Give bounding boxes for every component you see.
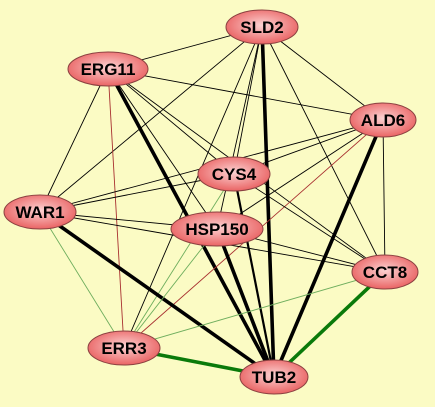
node-sld2[interactable]: SLD2 — [225, 9, 299, 45]
node-tub2[interactable]: TUB2 — [239, 359, 309, 395]
edge-ald6-hsp150 — [216, 119, 384, 230]
node-ellipse — [170, 211, 264, 247]
node-war1[interactable]: WAR1 — [3, 194, 77, 230]
edge-war1-tub2 — [38, 210, 276, 379]
edge-sld2-ald6 — [261, 26, 384, 121]
node-ellipse — [225, 9, 299, 45]
edge-ald6-cct8 — [382, 119, 386, 273]
edge-sld2-hsp150 — [216, 26, 263, 230]
node-label: ERR3 — [101, 339, 146, 358]
node-hsp150[interactable]: HSP150 — [170, 211, 264, 247]
node-ellipse — [3, 194, 77, 230]
node-label: ALD6 — [361, 111, 405, 130]
edge-cys4-tub2 — [232, 172, 276, 379]
node-label: CCT8 — [363, 263, 407, 282]
node-ald6[interactable]: ALD6 — [349, 102, 417, 138]
edge-erg11-cys4 — [107, 68, 235, 175]
edge-cys4-cct8 — [233, 173, 386, 273]
node-label: SLD2 — [240, 18, 283, 37]
edge-cct8-err3 — [123, 271, 386, 349]
node-ellipse — [67, 51, 149, 87]
node-cys4[interactable]: CYS4 — [197, 156, 271, 192]
edge-erg11-err3 — [107, 68, 125, 349]
node-ellipse — [351, 254, 419, 290]
node-err3[interactable]: ERR3 — [87, 330, 161, 366]
node-ellipse — [239, 359, 309, 395]
node-label: CYS4 — [212, 165, 257, 184]
edge-erg11-hsp150 — [107, 68, 218, 230]
node-ellipse — [349, 102, 417, 138]
node-label: TUB2 — [252, 368, 296, 387]
edge-erg11-ald6 — [107, 68, 384, 121]
edge-erg11-war1 — [39, 68, 109, 213]
edge-hsp150-tub2 — [215, 227, 276, 379]
edge-ald6-tub2 — [272, 118, 385, 379]
node-label: HSP150 — [185, 220, 248, 239]
node-ellipse — [87, 330, 161, 366]
edge-hsp150-err3 — [123, 228, 218, 349]
edge-cys4-err3 — [123, 173, 235, 349]
edge-war1-err3 — [39, 211, 125, 349]
edge-sld2-tub2 — [260, 25, 276, 379]
node-cct8[interactable]: CCT8 — [351, 254, 419, 290]
edge-cct8-tub2 — [272, 270, 387, 379]
edge-sld2-war1 — [39, 26, 263, 213]
node-ellipse — [197, 156, 271, 192]
edge-sld2-cys4 — [233, 26, 263, 175]
node-label: ERG11 — [81, 60, 136, 79]
node-label: WAR1 — [15, 203, 64, 222]
edge-sld2-err3 — [123, 26, 263, 349]
edge-sld2-cct8 — [261, 26, 386, 273]
node-erg11[interactable]: ERG11 — [67, 51, 149, 87]
